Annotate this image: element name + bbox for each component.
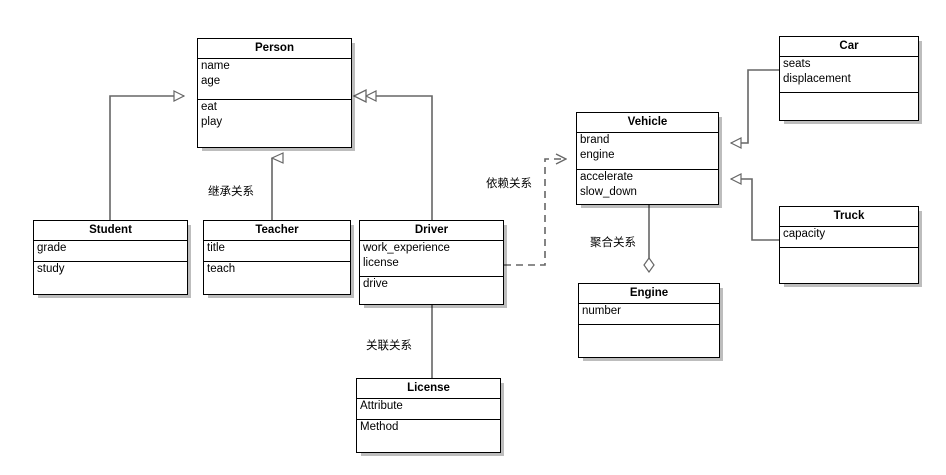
class-operations-driver: drive <box>360 277 503 292</box>
attribute-item: seats <box>783 58 811 70</box>
operation-item: teach <box>207 263 236 275</box>
class-operations-teacher: teach <box>204 262 350 277</box>
operation-item: play <box>201 116 223 128</box>
operation-item: slow_down <box>580 186 637 198</box>
attribute-item: capacity <box>783 228 826 240</box>
operation-item: accelerate <box>580 171 634 183</box>
attribute-item: title <box>207 242 225 254</box>
class-name-teacher: Teacher <box>204 221 350 241</box>
attribute-item: work_experience <box>363 242 450 254</box>
class-operations-student: study <box>34 262 187 277</box>
class-name-engine: Engine <box>579 284 719 304</box>
edge-student-person <box>109 96 184 220</box>
attribute-item: Attribute <box>360 400 403 412</box>
class-name-student: Student <box>34 221 187 241</box>
edge-car-vehicle <box>731 69 779 143</box>
edge-label-inheritance: 继承关系 <box>208 184 254 198</box>
attribute-item: name <box>201 60 230 72</box>
class-attributes-truck: capacity <box>780 227 918 248</box>
edge-driver-person <box>366 96 433 220</box>
class-attributes-license: Attribute <box>357 399 500 420</box>
class-name-car: Car <box>780 37 918 57</box>
attribute-item: age <box>201 75 221 87</box>
class-operations-vehicle: accelerate slow_down <box>577 170 718 200</box>
edge-truck-vehicle <box>731 179 779 241</box>
class-operations-license: Method <box>357 420 500 435</box>
operation-item: eat <box>201 101 217 113</box>
class-attributes-teacher: title <box>204 241 350 262</box>
class-attributes-person: name age <box>198 59 351 100</box>
class-name-license: License <box>357 379 500 399</box>
attribute-item: brand <box>580 134 610 146</box>
class-operations-person: eat play <box>198 100 351 130</box>
class-name-truck: Truck <box>780 207 918 227</box>
edge-label-association: 关联关系 <box>366 338 412 352</box>
class-name-person: Person <box>198 39 351 59</box>
edge-label-aggregation: 聚合关系 <box>590 235 636 249</box>
attribute-item: license <box>363 257 399 269</box>
class-name-driver: Driver <box>360 221 503 241</box>
class-attributes-car: seats displacement <box>780 57 918 93</box>
class-attributes-engine: number <box>579 304 719 325</box>
attribute-item: grade <box>37 242 67 254</box>
attribute-item: engine <box>580 149 615 161</box>
edge-label-dependency: 依赖关系 <box>486 176 532 190</box>
operation-item: study <box>37 263 65 275</box>
class-attributes-vehicle: brand engine <box>577 133 718 170</box>
class-attributes-student: grade <box>34 241 187 262</box>
class-name-vehicle: Vehicle <box>577 113 718 133</box>
attribute-item: displacement <box>783 73 851 85</box>
attribute-item: number <box>582 305 621 317</box>
operation-item: drive <box>363 278 388 290</box>
operation-item: Method <box>360 421 399 433</box>
